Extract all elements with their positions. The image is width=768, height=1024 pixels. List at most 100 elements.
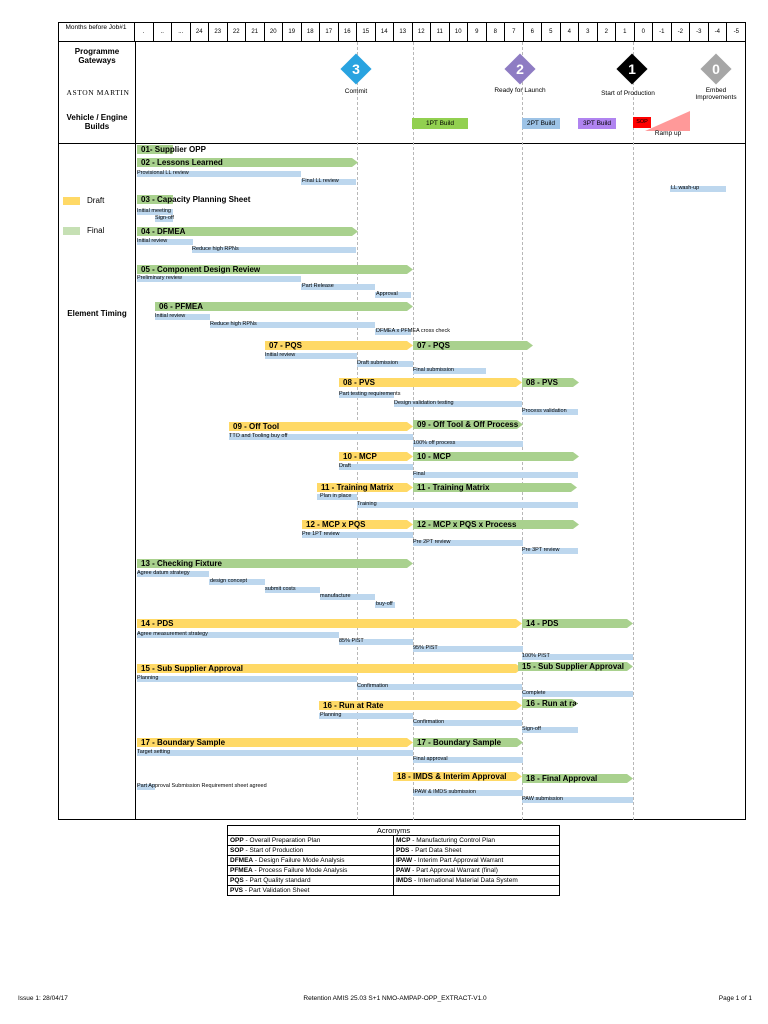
- ramp-up-triangle: [645, 111, 690, 131]
- element-13-sub-3-label: submit costs: [265, 586, 296, 592]
- element-03-sub-2: [155, 216, 173, 222]
- month-cell: 18: [302, 22, 320, 41]
- element-06-sub-3: [375, 329, 411, 335]
- element-03-sub-1-label: Initial meeting: [137, 208, 171, 214]
- acronyms-title: Acronyms: [227, 825, 560, 836]
- acronym-meaning: - Overall Preparation Plan: [243, 837, 321, 844]
- gateway-0-number: 0: [712, 61, 720, 77]
- element-05-sub-2-label: Part Release: [302, 283, 334, 289]
- element-14-sub-3: [413, 646, 523, 652]
- acronyms-table: Acronyms OPP - Overall Preparation Plan M…: [227, 825, 560, 896]
- element-09-sub-2-label: 100% off process: [413, 440, 456, 446]
- gridline: [522, 42, 523, 820]
- element-16-sub-2: [413, 720, 522, 726]
- month-cell: 2: [598, 22, 616, 41]
- month-cell: 3: [579, 22, 598, 41]
- acronym-meaning: - Start of Production: [243, 847, 304, 854]
- gridline: [633, 42, 634, 820]
- element-14-sub-4: [522, 654, 633, 660]
- month-cell: 4: [561, 22, 579, 41]
- element-09-draft-bar: 09 - Off Tool: [229, 422, 413, 431]
- month-cell: 14: [376, 22, 394, 41]
- month-cell: 13: [394, 22, 413, 41]
- element-18-draft-bar: 18 - IMDS & Interim Approval: [393, 772, 522, 781]
- element-15-final-bar: 15 - Sub Supplier Approval: [518, 662, 633, 671]
- month-cell: -2: [672, 22, 690, 41]
- month-cell: 0: [635, 22, 653, 41]
- element-12-sub-1: [302, 532, 413, 538]
- element-13-sub-5-label: buy-off: [376, 601, 393, 607]
- final-key-label: Final: [87, 226, 105, 235]
- element-18-final-bar: 18 - Final Approval: [522, 774, 633, 783]
- element-03-bar: 03 - Capacity Planning Sheet: [137, 195, 250, 204]
- element-16-sub-1-label: Planning: [320, 712, 342, 718]
- acronym-row: PVS - Part Validation Sheet: [227, 885, 560, 896]
- element-timing-label: Element Timing: [67, 309, 127, 318]
- month-cell: 9: [468, 22, 487, 41]
- element-07-sub-3: [413, 368, 486, 374]
- element-13-bar: 13 - Checking Fixture: [137, 559, 413, 568]
- footer-issue: Issue 1: 28/04/17: [18, 995, 68, 1002]
- element-15-draft-bar: 15 - Sub Supplier Approval: [137, 664, 522, 673]
- gateway-2-number: 2: [516, 61, 524, 77]
- element-10-sub-1-label: Draft: [339, 463, 351, 469]
- element-11-final-bar: 11 - Training Matrix: [413, 483, 577, 492]
- gridline: [357, 42, 358, 820]
- element-03-sub-1: [137, 209, 173, 215]
- element-02-sub-3-label: LL wash-up: [671, 185, 700, 191]
- element-05-sub-3: [375, 292, 411, 298]
- element-17-draft-bar: 17 - Boundary Sample: [137, 738, 413, 747]
- element-16-draft-bar: 16 - Run at Rate: [319, 701, 522, 710]
- element-14-sub-1: [137, 632, 339, 638]
- months-label: Months before Job#1: [58, 22, 135, 41]
- element-17-sub-2-label: Final approval: [413, 756, 448, 762]
- build-1pt: 1PT Build: [412, 118, 468, 129]
- element-10-sub-1: [339, 464, 413, 470]
- element-16-sub-2-label: Confirmation: [413, 719, 445, 725]
- element-14-sub-2: [339, 639, 413, 645]
- month-cell: 20: [265, 22, 283, 41]
- acronym-key: PFMEA: [230, 867, 253, 874]
- element-05-sub-1-label: Preliminary review: [137, 275, 182, 281]
- element-14-final-bar: 14 - PDS: [522, 619, 633, 628]
- element-15-sub-3-label: Complete: [522, 690, 546, 696]
- final-key-swatch: [63, 227, 80, 235]
- element-17-sub-2: [413, 757, 523, 763]
- month-cell: .: [135, 22, 154, 41]
- element-14-draft-bar: 14 - PDS: [137, 619, 522, 628]
- month-cell: ...: [172, 22, 191, 41]
- acronym-meaning: - Part Quality standard: [243, 877, 311, 884]
- acronym-key: OPP: [230, 837, 244, 844]
- element-08-sub-3-label: Process validation: [522, 408, 567, 414]
- month-cell: 1: [616, 22, 635, 41]
- acronym-key: IMDS: [396, 877, 413, 884]
- month-cell: 19: [283, 22, 302, 41]
- acronym-key: MCP: [396, 837, 411, 844]
- element-15-sub-1: [137, 676, 357, 682]
- element-05-bar: 05 - Component Design Review: [137, 265, 413, 274]
- element-13-sub-4-label: manufacture: [320, 593, 351, 599]
- acronym-meaning: - Part Approval Warrant (final): [410, 867, 498, 874]
- element-06-bar: 06 - PFMEA: [155, 302, 413, 311]
- element-07-sub-3-label: Final submission: [413, 367, 454, 373]
- element-15-sub-2: [357, 684, 522, 690]
- element-17-sub-1-label: Target setting: [137, 749, 171, 755]
- element-11-sub-1-label: Plan in place: [320, 493, 352, 499]
- acronym-cell: PDS - Part Data Sheet: [393, 845, 560, 856]
- element-08-sub-1-label: Part testing requirements: [339, 391, 401, 397]
- month-cell: 16: [339, 22, 357, 41]
- element-05-sub-3-label: Approval: [376, 291, 398, 297]
- element-13-sub-4: [320, 594, 375, 600]
- month-cell: 11: [431, 22, 450, 41]
- element-05-sub-2: [301, 284, 375, 290]
- element-08-final-bar: 08 - PVS: [522, 378, 579, 387]
- element-18-sub-2: [413, 790, 523, 796]
- element-06-sub-1-label: Initial review: [155, 313, 186, 319]
- element-13-sub-3: [265, 587, 320, 593]
- month-cell: 21: [246, 22, 265, 41]
- build-2pt: 2PT Build: [522, 118, 560, 129]
- month-cell: ..: [154, 22, 172, 41]
- element-10-draft-bar: 10 - MCP: [339, 452, 413, 461]
